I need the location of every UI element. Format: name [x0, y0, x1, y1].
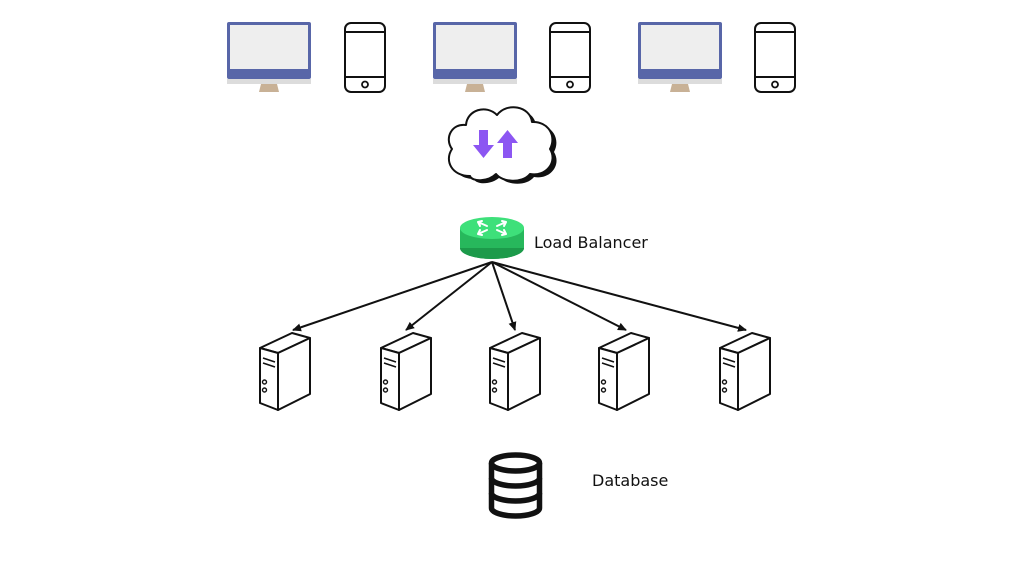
connection-arrow [491, 261, 517, 331]
desktop-monitor-icon [638, 22, 722, 92]
server-tower-icon [380, 332, 432, 411]
upload-arrow-icon [497, 130, 518, 158]
cloud-upload-download-icon [447, 106, 557, 184]
connection-arrow [405, 261, 493, 331]
connections [292, 261, 747, 332]
desktop-monitor-icon [227, 22, 311, 92]
smartphone-icon [549, 22, 591, 93]
smartphone-icon [754, 22, 796, 93]
connection-arrow [292, 261, 493, 332]
smartphone-icon [344, 22, 386, 93]
desktop-monitor-icon [433, 22, 517, 92]
router-icon [460, 217, 524, 259]
connection-arrow [491, 261, 627, 331]
server-tower-icon [598, 332, 650, 411]
download-arrow-icon [473, 130, 494, 158]
connection-arrow [491, 261, 747, 332]
database-icon [488, 452, 543, 519]
server-tower-icon [489, 332, 541, 411]
load-balancer-label: Load Balancer [534, 233, 648, 252]
database-label: Database [592, 471, 669, 490]
server-tower-icon [259, 332, 311, 411]
server-tower-icon [719, 332, 771, 411]
